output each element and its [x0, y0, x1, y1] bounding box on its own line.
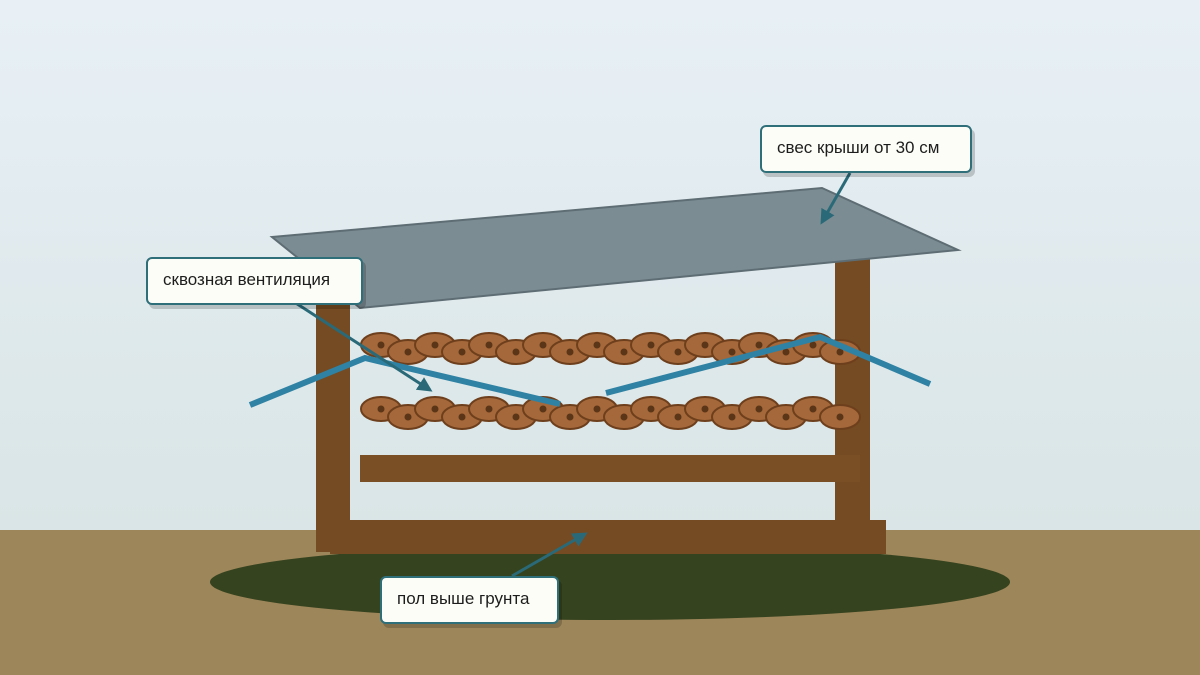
right-post	[835, 248, 870, 524]
airflow-line-right	[605, 333, 932, 396]
log-core	[377, 405, 385, 413]
log-core	[701, 405, 709, 413]
log-core	[782, 348, 790, 356]
log-core	[620, 348, 628, 356]
log-core	[593, 405, 601, 413]
log-core	[755, 405, 763, 413]
log-core	[431, 341, 439, 349]
log-core	[755, 341, 763, 349]
log-core	[647, 341, 655, 349]
log-core	[836, 413, 844, 421]
log-core	[404, 413, 412, 421]
log-row-bottom	[360, 396, 861, 430]
log-core	[836, 348, 844, 356]
log-core	[512, 413, 520, 421]
log-core	[566, 348, 574, 356]
floor-leader-arrow	[511, 532, 588, 578]
log-core	[485, 405, 493, 413]
log-core	[674, 348, 682, 356]
vent-leader-arrow	[287, 296, 433, 392]
log-core	[566, 413, 574, 421]
log-core	[782, 413, 790, 421]
roof-leader-arrow	[820, 172, 852, 225]
log-core	[539, 341, 547, 349]
log-core	[674, 413, 682, 421]
log-core	[620, 413, 628, 421]
log-core	[593, 341, 601, 349]
log-core	[809, 405, 817, 413]
floor-above-ground-label: пол выше грунта	[380, 576, 559, 624]
log-core	[512, 348, 520, 356]
airflow-line-left	[248, 354, 561, 408]
log-core	[647, 405, 655, 413]
log-core	[701, 341, 709, 349]
floor-board	[330, 520, 886, 554]
log-core	[728, 413, 736, 421]
log-core	[431, 405, 439, 413]
log-core	[404, 348, 412, 356]
left-post	[316, 296, 350, 552]
shelf-plank	[360, 455, 860, 482]
ground-shadow	[210, 544, 1010, 620]
log-core	[809, 341, 817, 349]
log-core	[377, 341, 385, 349]
log-core	[539, 405, 547, 413]
log-core	[485, 341, 493, 349]
roof-overhang-label: свес крыши от 30 см	[760, 125, 972, 173]
log-core	[728, 348, 736, 356]
through-ventilation-label: сквозная вентиляция	[146, 257, 363, 305]
log-core	[458, 348, 466, 356]
log-core	[458, 413, 466, 421]
